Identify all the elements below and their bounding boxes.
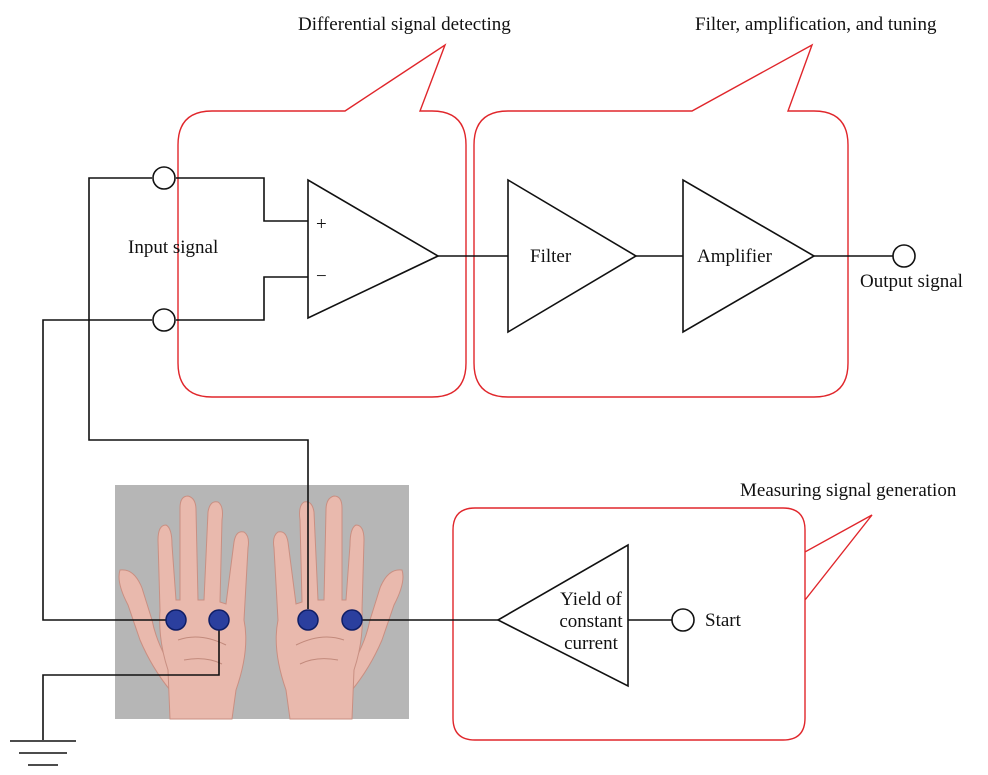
amplifier-block — [682, 178, 816, 334]
start-label: Start — [705, 610, 742, 631]
filter-label: Filter — [530, 246, 572, 267]
callout-filter-amp-label: Filter, amplification, and tuning — [695, 14, 937, 35]
ground-icon — [10, 740, 76, 766]
electrode-right-1 — [297, 609, 319, 631]
input-terminal-top — [152, 166, 176, 190]
input-terminal-bottom — [152, 308, 176, 332]
right-hand — [273, 495, 404, 720]
plus-input-label: + — [316, 214, 327, 235]
callout-measuring — [452, 507, 873, 741]
current-source-label-line2: constant — [559, 611, 623, 632]
start-terminal — [671, 608, 695, 632]
output-terminal — [892, 244, 916, 268]
electrode-right-2 — [341, 609, 363, 631]
callout-differential — [177, 43, 467, 398]
current-source-label-line1: Yield of — [560, 589, 622, 610]
callout-measuring-label: Measuring signal generation — [740, 480, 957, 501]
filter-block — [507, 178, 638, 334]
output-signal-label: Output signal — [860, 271, 963, 292]
wires — [42, 177, 893, 740]
amplifier-label: Amplifier — [697, 246, 773, 267]
differential-amplifier — [307, 178, 440, 320]
callout-filter-amp — [473, 43, 849, 398]
callout-differential-label: Differential signal detecting — [298, 14, 511, 35]
left-hand — [118, 495, 249, 720]
minus-input-label: − — [316, 266, 327, 287]
current-source-block — [496, 543, 629, 688]
current-source-label-line3: current — [564, 633, 619, 654]
electrode-left-2 — [208, 609, 230, 631]
hands-photo — [115, 485, 409, 720]
electrode-left-1 — [165, 609, 187, 631]
input-signal-label: Input signal — [128, 237, 218, 258]
